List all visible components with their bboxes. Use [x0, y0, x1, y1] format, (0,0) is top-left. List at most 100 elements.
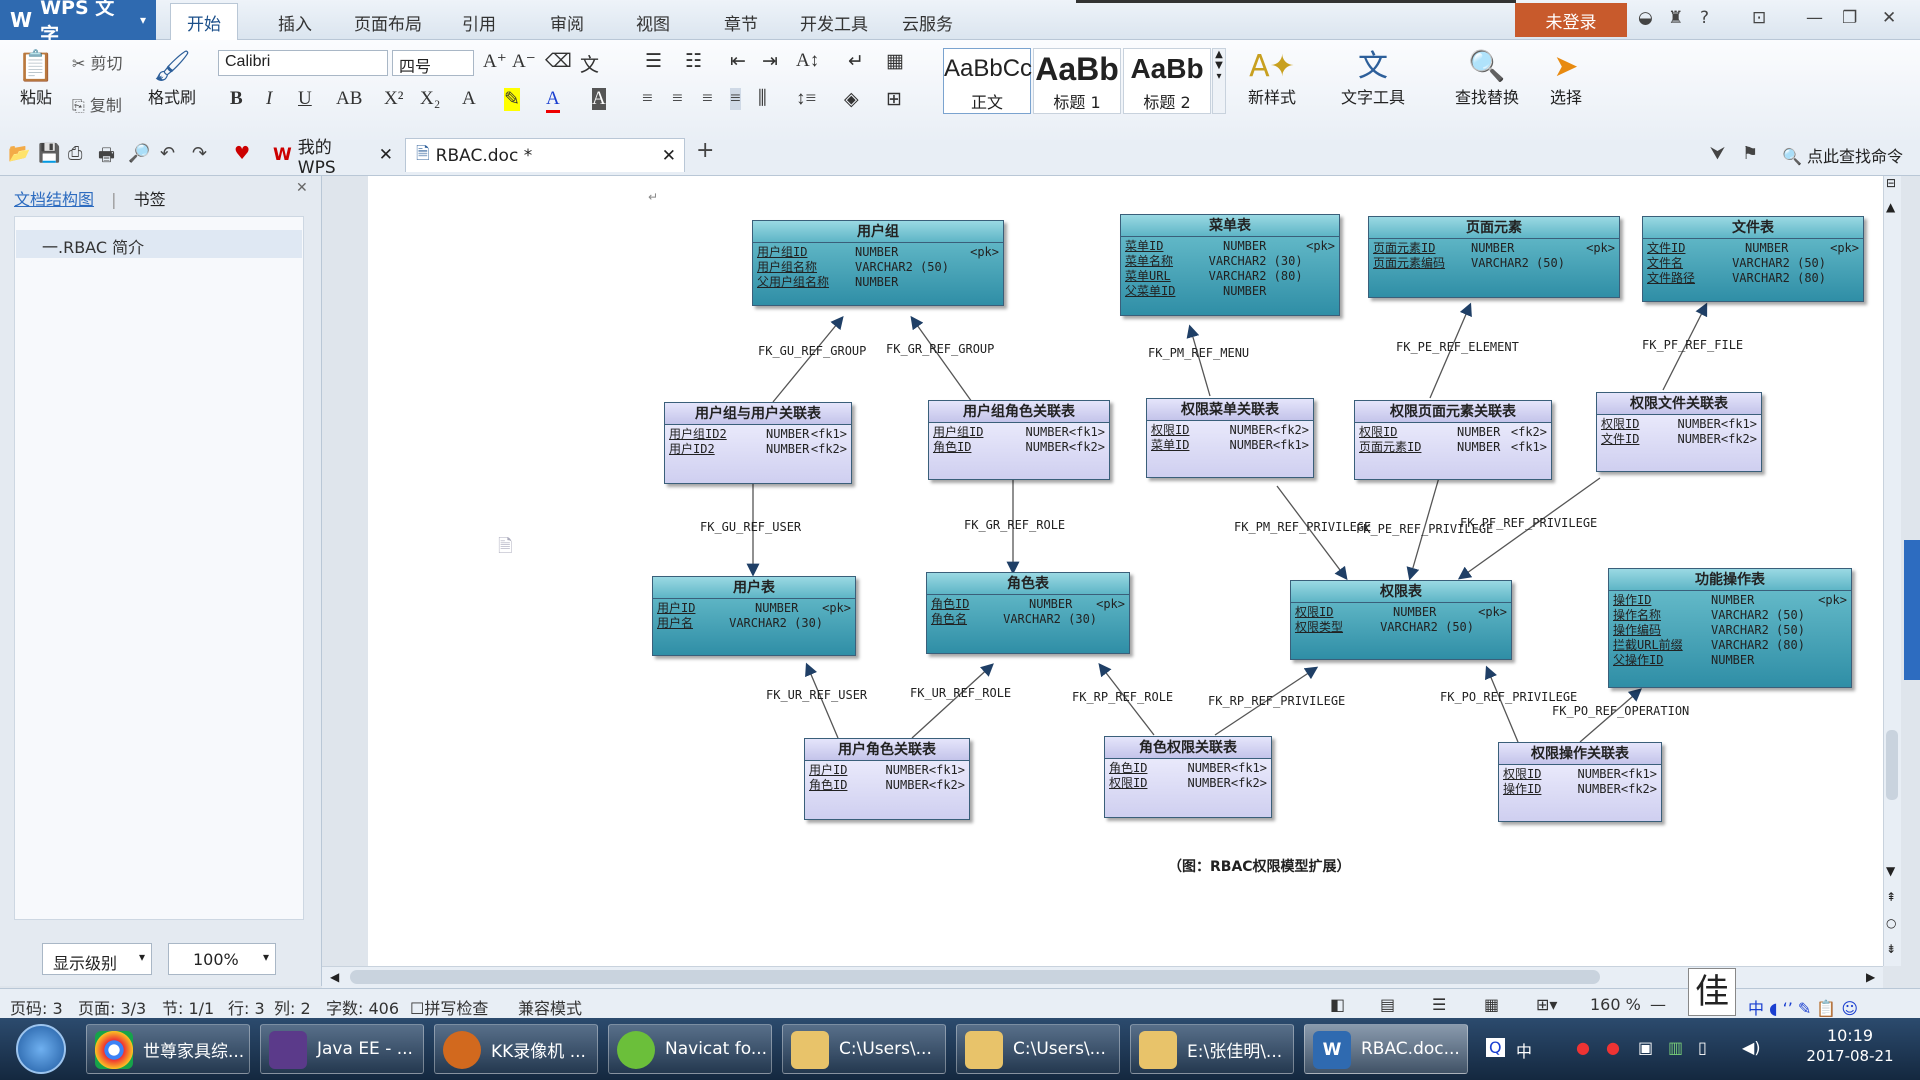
maximize-icon[interactable]: ❐: [1842, 8, 1858, 28]
copy-button[interactable]: ⎘ 复制: [72, 92, 122, 116]
next-page-icon[interactable]: ⇟: [1886, 942, 1897, 956]
spell-check-toggle[interactable]: ☐拼写检查: [410, 995, 488, 1019]
web-view-icon[interactable]: ▦: [1484, 995, 1500, 1014]
clock[interactable]: 10:19 2017-08-21: [1800, 1026, 1900, 1065]
shirt-icon[interactable]: ♜: [1668, 8, 1684, 28]
taskbar-item-explorer-3[interactable]: E:\张佳明\...: [1130, 1024, 1294, 1074]
tab-bookmark[interactable]: 书签: [133, 190, 166, 209]
tab-page-layout[interactable]: 页面布局: [354, 15, 422, 35]
strikethrough-icon[interactable]: AB: [336, 88, 363, 109]
volume-tray-icon[interactable]: ◀): [1742, 1038, 1761, 1057]
login-button[interactable]: 未登录: [1515, 3, 1627, 37]
tab-cloud[interactable]: 云服务: [902, 15, 953, 35]
favorite-icon[interactable]: ♥: [234, 143, 251, 164]
table-icon[interactable]: ▦: [886, 51, 904, 72]
font-color-icon[interactable]: A: [546, 88, 560, 113]
bullet-list-icon[interactable]: ☰: [645, 51, 663, 72]
print-preview-icon[interactable]: 🔎: [128, 143, 151, 164]
shrink-font-icon[interactable]: A⁻: [512, 51, 536, 72]
tab-chapter[interactable]: 章节: [724, 15, 758, 35]
select-browse-icon[interactable]: ○: [1886, 916, 1897, 930]
align-right-icon[interactable]: ≡: [702, 88, 713, 109]
scroll-down-icon[interactable]: ▼: [1886, 864, 1896, 878]
ime-language[interactable]: 中: [1516, 1042, 1533, 1061]
text-tools-button[interactable]: 文 文字工具: [1330, 50, 1416, 108]
italic-icon[interactable]: I: [266, 88, 273, 109]
char-shading-icon[interactable]: A: [592, 88, 606, 110]
underline-icon[interactable]: U: [298, 88, 312, 109]
outline-item[interactable]: 一.RBAC 简介: [16, 230, 302, 258]
display-level-select[interactable]: 显示级别 ▾: [42, 943, 152, 975]
cut-button[interactable]: ✂ 剪切: [72, 50, 123, 74]
taskbar-item-kk-recorder[interactable]: KK录像机 ...: [434, 1024, 598, 1074]
reading-view-icon[interactable]: ◧: [1330, 995, 1346, 1014]
find-replace-button[interactable]: 🔍 查找替换: [1444, 50, 1530, 108]
increase-indent-icon[interactable]: ⇥: [762, 51, 778, 72]
ime-toolbar[interactable]: 中 ◖ ‘’ ✎ 📋 ☺: [1748, 999, 1859, 1018]
font-size-select[interactable]: 四号: [392, 50, 474, 76]
fullscreen-icon[interactable]: ⊡: [1752, 8, 1767, 28]
outline-view-icon[interactable]: ☰: [1432, 995, 1447, 1014]
bold-icon[interactable]: B: [230, 88, 243, 109]
justify-icon[interactable]: ≡: [730, 88, 741, 110]
ime-tray-icon[interactable]: Q: [1486, 1038, 1505, 1057]
open-folder-icon[interactable]: 📂: [8, 143, 31, 164]
shading-icon[interactable]: ◈: [844, 89, 859, 110]
style-gallery-scroll[interactable]: ▲▼▾: [1212, 48, 1226, 114]
distribute-icon[interactable]: ⫼: [758, 88, 767, 109]
export-pdf-icon[interactable]: ⎙: [68, 143, 83, 164]
tab-rbac-doc[interactable]: 🗎 RBAC.doc * ✕: [405, 138, 685, 172]
close-icon[interactable]: ✕: [1882, 8, 1897, 28]
new-style-button[interactable]: A✦ 新样式: [1236, 50, 1308, 108]
tab-references[interactable]: 引用: [462, 15, 496, 35]
scroll-up-icon[interactable]: ▲: [1886, 200, 1896, 214]
paste-button[interactable]: 📋 粘贴: [12, 50, 60, 108]
security-tray-icon[interactable]: ●: [1576, 1038, 1590, 1057]
tab-outline[interactable]: 文档结构图: [14, 190, 95, 209]
tab-my-wps[interactable]: W 我的WPS ✕: [263, 138, 403, 178]
highlight-icon[interactable]: ✎: [504, 88, 520, 111]
prev-page-icon[interactable]: ⇞: [1886, 890, 1897, 904]
print-icon[interactable]: 🖶: [98, 145, 115, 166]
undo-icon[interactable]: ↶: [160, 143, 176, 164]
line-spacing-icon[interactable]: ↕≡: [796, 88, 817, 109]
numbered-list-icon[interactable]: ☷: [685, 51, 703, 72]
style-heading-1[interactable]: AaBb 标题 1: [1033, 48, 1121, 114]
taskbar-item-explorer-1[interactable]: C:\Users\...: [782, 1024, 946, 1074]
phonetic-icon[interactable]: 文: [580, 55, 600, 76]
app-menu-button[interactable]: W WPS 文字 ▾: [0, 0, 156, 46]
scroll-right-icon[interactable]: ▶: [1866, 970, 1876, 984]
start-button[interactable]: [16, 1024, 66, 1074]
close-tab-icon[interactable]: ✕: [661, 145, 676, 166]
skin-icon[interactable]: ◒: [1638, 8, 1653, 28]
tab-view[interactable]: 视图: [636, 15, 670, 35]
horizontal-scroll-thumb[interactable]: [350, 970, 1600, 984]
taskbar-item-chrome[interactable]: 世尊家具综...: [86, 1024, 250, 1074]
style-heading-2[interactable]: AaBb 标题 2: [1123, 48, 1211, 114]
clear-format-icon[interactable]: ⌫: [545, 51, 572, 72]
select-button[interactable]: ➤ 选择: [1536, 50, 1596, 108]
superscript-icon[interactable]: X²: [384, 88, 404, 109]
zoom-out-icon[interactable]: —: [1650, 995, 1666, 1014]
command-search[interactable]: 🔍 点此查找命令: [1782, 143, 1903, 167]
taskbar-item-explorer-2[interactable]: C:\Users\...: [956, 1024, 1120, 1074]
grow-font-icon[interactable]: A⁺: [483, 51, 507, 72]
view-menu-icon[interactable]: ⊞▾: [1536, 995, 1558, 1014]
close-tab-icon[interactable]: ✕: [378, 145, 393, 165]
tab-review[interactable]: 审阅: [550, 15, 584, 35]
vertical-scroll-thumb[interactable]: [1886, 730, 1898, 800]
minimize-icon[interactable]: —: [1806, 8, 1823, 28]
